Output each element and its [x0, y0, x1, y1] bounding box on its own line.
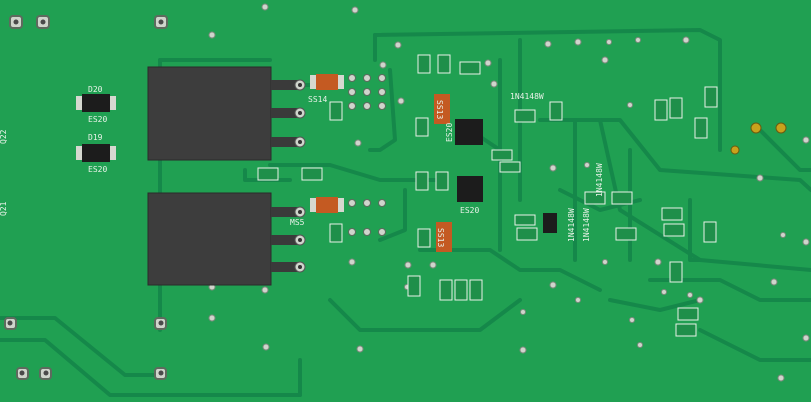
- pad-clusters: [348, 74, 386, 236]
- label-1n4148w-1: 1N4148W: [510, 92, 544, 101]
- label-q21: Q21: [0, 201, 8, 216]
- label-1n4148w-3: 1N4148W: [567, 208, 576, 242]
- label-es20-top: ES20: [88, 115, 108, 124]
- mounting-pads: [4, 15, 168, 380]
- copper-traces: [0, 28, 811, 397]
- gold-test-points: [730, 122, 787, 155]
- label-ss14: SS14: [308, 95, 328, 104]
- smd-resistors: [257, 54, 718, 337]
- label-d20: D20: [88, 85, 103, 94]
- power-transistor-top: [147, 66, 306, 161]
- label-es20-lower: ES20: [460, 206, 480, 215]
- power-transistor-bottom: [147, 192, 306, 286]
- label-ms5: MS5: [290, 218, 305, 227]
- label-q22: Q22: [0, 129, 8, 144]
- smd-diodes-left: [76, 94, 116, 162]
- label-es20-mid: ES20: [445, 123, 454, 142]
- label-1n4148w-4: 1N4148W: [582, 208, 591, 242]
- smd-ics-center: [455, 119, 557, 233]
- label-es20-bottom: ES20: [88, 165, 108, 174]
- label-1n4148w-2: 1N4148W: [595, 163, 604, 197]
- label-d19: D19: [88, 133, 103, 142]
- label-ss13-top: SS13: [435, 100, 444, 119]
- tantalum-capacitors: [310, 74, 452, 252]
- label-ss13-bottom: SS13: [436, 228, 445, 247]
- vias: [208, 3, 810, 382]
